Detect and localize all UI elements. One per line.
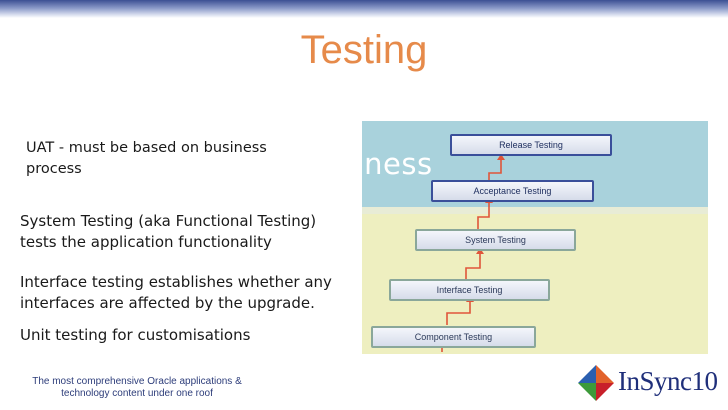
level-box-component-testing: Component Testing	[371, 326, 536, 348]
company-logo-text: InSync10	[618, 366, 718, 396]
step-arrowhead-5	[497, 154, 505, 160]
step-arrow-5	[488, 158, 502, 181]
testing-levels-diagram: siness Release Testing Acceptance Testin…	[362, 121, 708, 354]
bullet-unit-testing: Unit testing for customisations	[20, 326, 251, 344]
slide-title: Testing	[300, 28, 428, 72]
level-box-interface-testing: Interface Testing	[389, 279, 550, 301]
bullet-interface-testing: Interface testing establishes whether an…	[20, 273, 332, 312]
header-band	[0, 0, 728, 18]
bullet-uat: UAT - must be based on business process	[26, 140, 267, 177]
footer-tagline: The most comprehensive Oracle applicatio…	[32, 376, 242, 399]
step-arrow-2	[446, 300, 471, 325]
band-separator	[362, 207, 708, 214]
step-arrowhead-3	[476, 248, 484, 254]
step-arrow-4	[477, 201, 490, 229]
band-watermark: siness	[362, 147, 433, 181]
level-box-acceptance-testing: Acceptance Testing	[431, 180, 594, 202]
step-arrow-3	[465, 252, 481, 280]
level-box-release-testing: Release Testing	[450, 134, 612, 156]
bullet-system-testing: System Testing (aka Functional Testing) …	[20, 212, 317, 251]
level-box-system-testing: System Testing	[415, 229, 576, 251]
diamond-logo-icon	[578, 365, 614, 401]
